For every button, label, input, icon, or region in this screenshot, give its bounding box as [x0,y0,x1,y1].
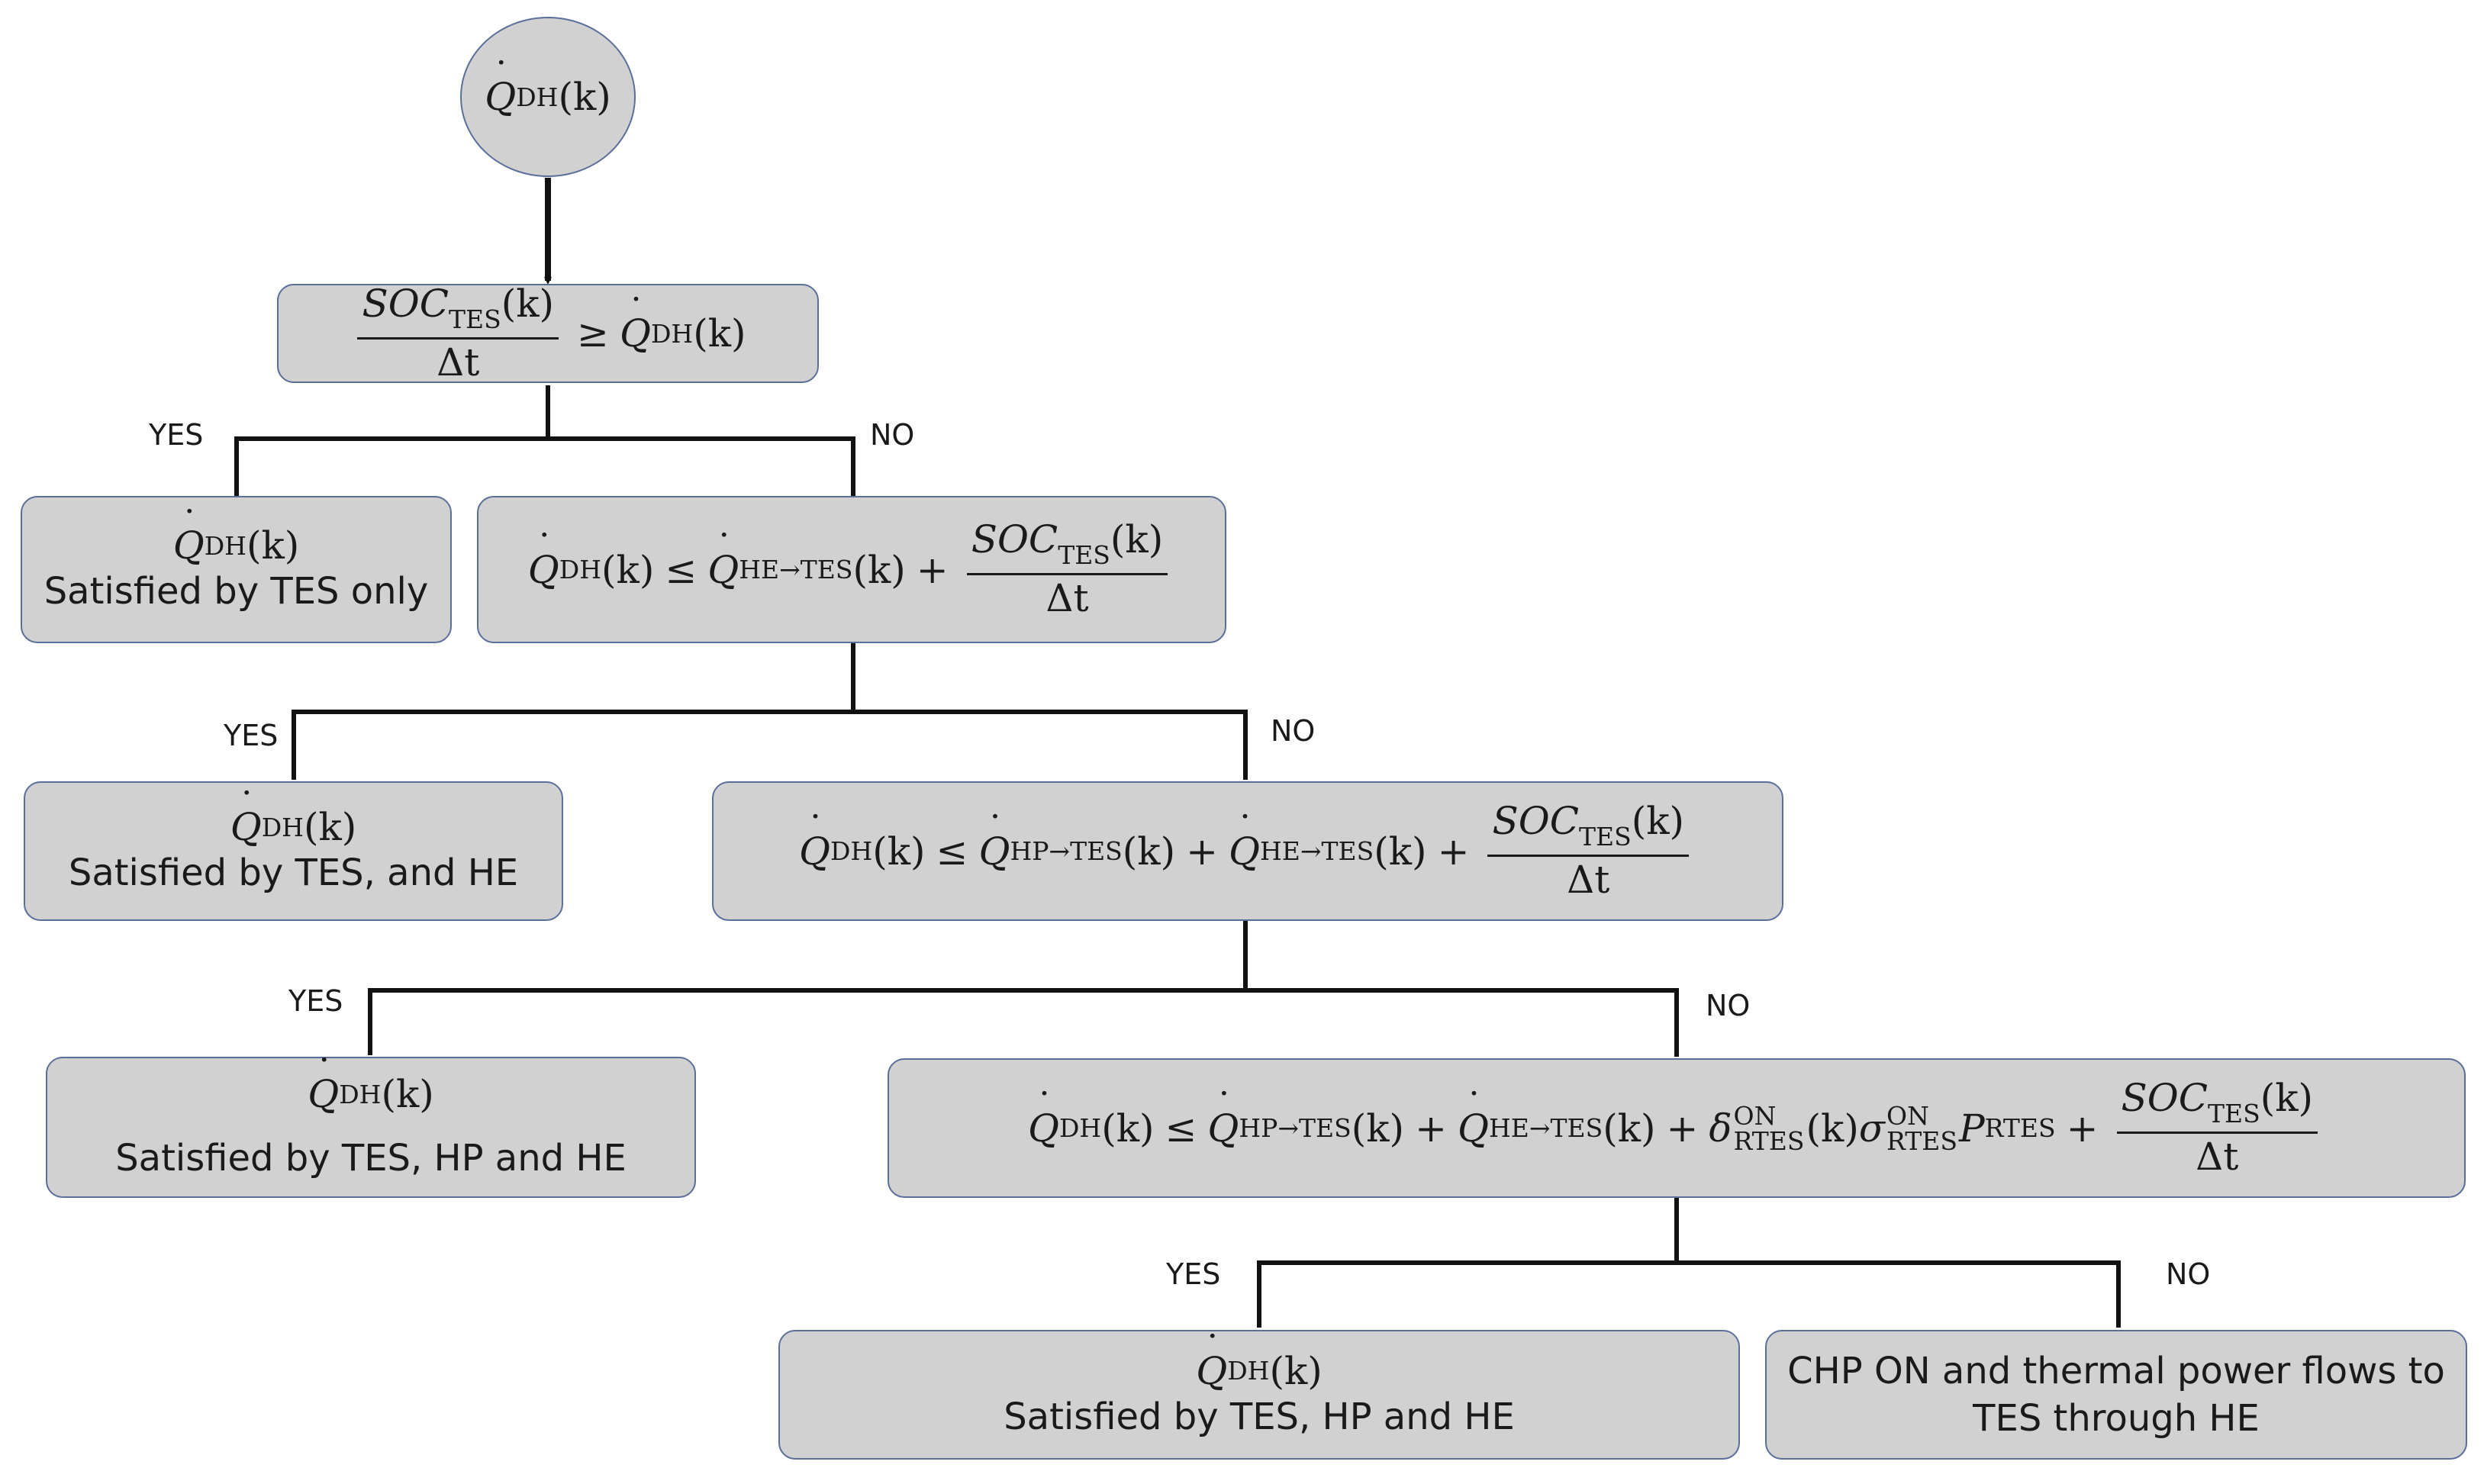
result-4-text: Satisfied by TES, HP and HE [1004,1395,1515,1438]
result-3-formula: QDH(k) [308,1051,434,1117]
decision-3-formula: QDH(k) ≤ QHP→TES(k) + QHE→TES(k) + SOCTE… [799,800,1696,902]
branch-d1 [234,385,550,496]
no-label-2: NO [1271,714,1316,748]
decision-3: QDH(k) ≤ QHP→TES(k) + QHE→TES(k) + SOCTE… [712,781,1783,921]
decision-2-formula: QDH(k) ≤ QHE→TES(k) + SOCTES(k)Δt [528,518,1175,620]
result-1-text: Satisfied by TES only [43,570,429,613]
result-3-text: Satisfied by TES, HP and HE [115,1137,627,1180]
start-formula: QDH(k) [485,54,611,120]
result-3: QDH(k) Satisfied by TES, HP and HE [46,1051,696,1198]
decision-1-formula: SOCTES(k)Δt ≥ QDH(k) [350,282,746,385]
result-2-text: Satisfied by TES, and HE [68,851,519,895]
result-1-formula: QDH(k) [173,503,300,568]
branch-d4 [1257,1196,1679,1328]
result-1: QDH(k) Satisfied by TES only [21,496,452,643]
start-node: QDH(k) [460,17,636,177]
decision-4-formula: QDH(k) ≤ QHP→TES(k) + QHE→TES(k) + δONRT… [1028,1077,2325,1179]
yes-label-2: YES [224,719,279,752]
yes-label-4: YES [1166,1257,1221,1291]
result-2-formula: QDH(k) [230,784,357,850]
result-4: QDH(k) Satisfied by TES, HP and HE [778,1328,1740,1460]
no-label-3: NO [1706,989,1751,1022]
result-5: CHP ON and thermal power flows to TES th… [1765,1330,2467,1460]
branch-d3 [368,919,1248,1055]
result-5-line-2: TES through HE [1973,1397,2260,1440]
branch-d2 [292,642,855,780]
no-label-1: NO [870,418,915,452]
decision-2: QDH(k) ≤ QHE→TES(k) + SOCTES(k)Δt [477,496,1226,643]
decision-1: SOCTES(k)Δt ≥ QDH(k) [277,282,819,385]
yes-label-3: YES [288,984,343,1018]
result-4-formula: QDH(k) [1196,1328,1323,1393]
yes-label-1: YES [149,418,204,452]
no-label-4: NO [2166,1257,2211,1291]
decision-4: QDH(k) ≤ QHP→TES(k) + QHE→TES(k) + δONRT… [888,1058,2466,1198]
result-2: QDH(k) Satisfied by TES, and HE [24,781,563,921]
result-5-line-1: CHP ON and thermal power flows to [1787,1349,2445,1392]
